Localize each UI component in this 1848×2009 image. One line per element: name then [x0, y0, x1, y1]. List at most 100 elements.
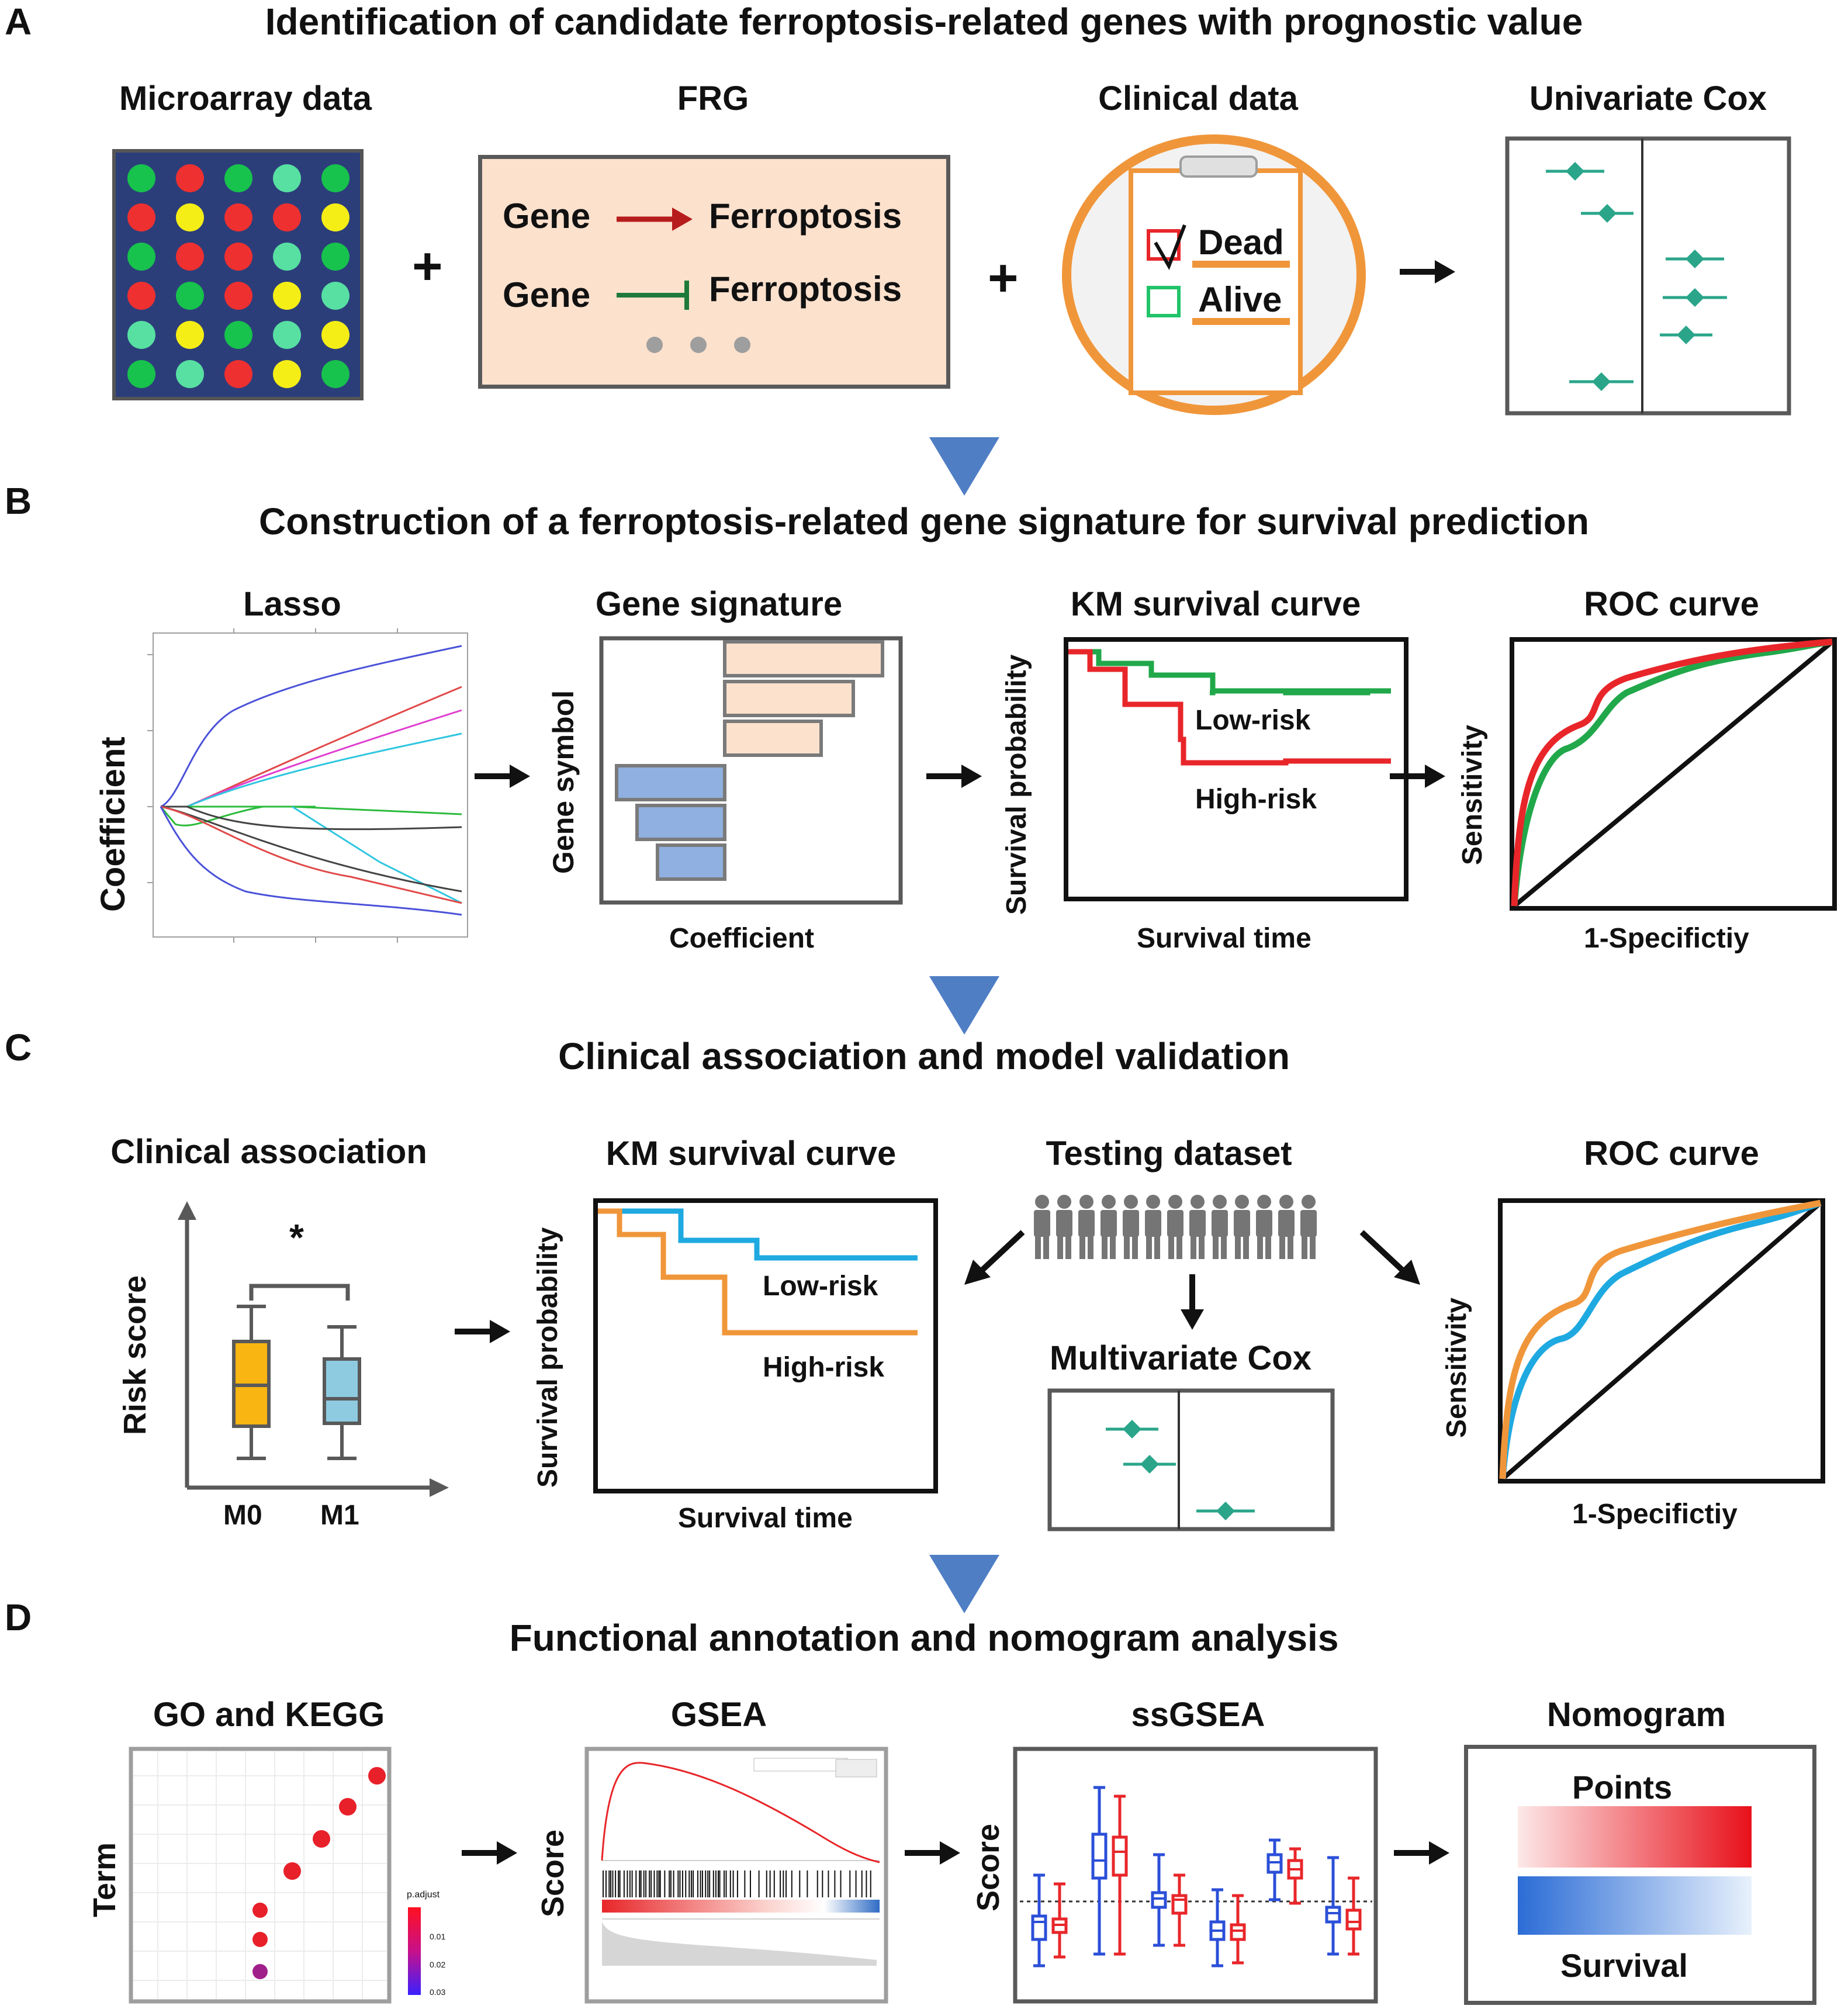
forest-point [1686, 288, 1704, 307]
lasso-label: Lasso [243, 585, 341, 623]
roc-b-label: ROC curve [1584, 585, 1759, 623]
gene-signature-plot [599, 636, 903, 905]
person-icon [1146, 1195, 1160, 1209]
frg-gene-1: Gene [503, 196, 591, 236]
section-down-arrow-icon [929, 976, 999, 1035]
section-down-arrow-icon [929, 437, 999, 496]
lasso-path [160, 805, 462, 904]
coefficient-bar [723, 640, 884, 677]
forest-point [1216, 1502, 1235, 1520]
right-arrow-icon [1400, 260, 1455, 283]
roc-b-ylabel: Sensitivity [1457, 724, 1488, 865]
ssgsea-box [1112, 1835, 1128, 1877]
padjust-tick-3: 0.03 [430, 1987, 446, 1997]
multivariate-cox-label: Multivariate Cox [1050, 1339, 1311, 1377]
padjust-tick-2: 0.02 [430, 1960, 446, 1969]
microarray-spot [224, 321, 252, 349]
microarray-spot [273, 321, 301, 349]
gene-signature-label: Gene signature [595, 585, 843, 623]
panel-letter-d: D [5, 1596, 32, 1638]
microarray-spot [176, 360, 204, 388]
km-b-ylabel: Survival probability [1001, 654, 1032, 915]
forest-point [1686, 250, 1704, 268]
ssgsea-ylabel: Score [971, 1823, 1006, 1911]
coefficient-bar [656, 843, 726, 881]
microarray-spot [224, 243, 252, 271]
microarray-spot [127, 360, 155, 388]
km-b-plot [1064, 637, 1409, 901]
gsea-plot [584, 1747, 888, 2004]
activation-arrow-icon [617, 208, 693, 231]
km-c-high-risk: High-risk [763, 1352, 885, 1383]
microarray-spot [127, 164, 155, 192]
microarray-spot [273, 243, 301, 271]
microarray-grid [112, 149, 364, 400]
microarray-spot [224, 360, 252, 388]
points-label: Points [1572, 1769, 1673, 1806]
dead-label: Dead [1198, 223, 1284, 262]
testing-dataset-label: Testing dataset [1046, 1135, 1292, 1173]
multivariate-forest-plot [1047, 1388, 1335, 1531]
right-arrow-icon [1390, 765, 1445, 788]
nomogram-box [1464, 1745, 1816, 2005]
frg-target-1: Ferroptosis [709, 196, 902, 236]
panel-letter-b: B [5, 480, 32, 522]
panel-letter-a: A [5, 1, 32, 43]
frg-label: FRG [677, 79, 749, 117]
panel-c-title: Clinical association and model validatio… [558, 1035, 1290, 1077]
person-icon [1102, 1195, 1116, 1209]
microarray-spot [224, 282, 252, 310]
inhibition-arrow-icon [617, 281, 689, 310]
km-c-plot [593, 1198, 938, 1493]
microarray-spot [176, 282, 204, 310]
padjust-label: p.adjust [407, 1890, 440, 1900]
down-arrow-icon [1181, 1274, 1204, 1330]
gsea-label: GSEA [670, 1696, 767, 1734]
gene-signature-xlabel: Coefficient [669, 923, 815, 954]
microarray-spot [127, 243, 155, 271]
microarray-spot [273, 203, 301, 231]
panel-d-title: Functional annotation and nomogram analy… [509, 1617, 1339, 1659]
microarray-spot [273, 282, 301, 310]
points-gradient-bar [1518, 1806, 1752, 1868]
m0-label: M0 [223, 1500, 262, 1531]
right-arrow-icon [1394, 1841, 1449, 1865]
forest-point [1598, 204, 1617, 223]
lasso-plot [147, 628, 468, 943]
person-icon [1035, 1195, 1049, 1209]
microarray-spot [321, 282, 349, 310]
significance-star: * [289, 1216, 304, 1258]
microarray-spot [224, 203, 252, 231]
microarray-spot [273, 164, 301, 192]
microarray-spot [321, 321, 349, 349]
right-arrow-icon [462, 1841, 517, 1865]
microarray-spot [273, 360, 301, 388]
person-icon [1302, 1195, 1316, 1209]
forest-point [1123, 1420, 1141, 1439]
microarray-spot [176, 321, 204, 349]
risk-score-ylabel: Risk score [117, 1275, 153, 1435]
univariate-forest-plot [1505, 136, 1791, 416]
plus-sign: + [412, 237, 443, 296]
ssgsea-box [1171, 1894, 1188, 1915]
roc-c-label: ROC curve [1584, 1135, 1759, 1173]
clipboard-icon [1062, 134, 1366, 415]
left-down-arrow-icon [964, 1230, 1025, 1285]
section-down-arrow-icon [929, 1555, 999, 1613]
frg-gene-2: Gene [503, 275, 591, 314]
person-icon [1191, 1195, 1205, 1209]
microarray-label: Microarray data [119, 79, 372, 117]
m1-label: M1 [320, 1500, 359, 1531]
km-b-high-risk: High-risk [1195, 784, 1317, 815]
person-icon [1235, 1195, 1249, 1209]
right-arrow-icon [455, 1320, 510, 1343]
frg-target-2: Ferroptosis [709, 269, 902, 309]
forest-point [1140, 1455, 1159, 1474]
clinical-association-label: Clinical association [110, 1133, 427, 1171]
ssgsea-box [1151, 1891, 1167, 1909]
go-kegg-dotplot [129, 1747, 421, 2004]
microarray-spot [127, 203, 155, 231]
roc-b-plot [1510, 637, 1837, 911]
microarray-spot [321, 243, 349, 271]
ssgsea-box [1230, 1923, 1246, 1941]
